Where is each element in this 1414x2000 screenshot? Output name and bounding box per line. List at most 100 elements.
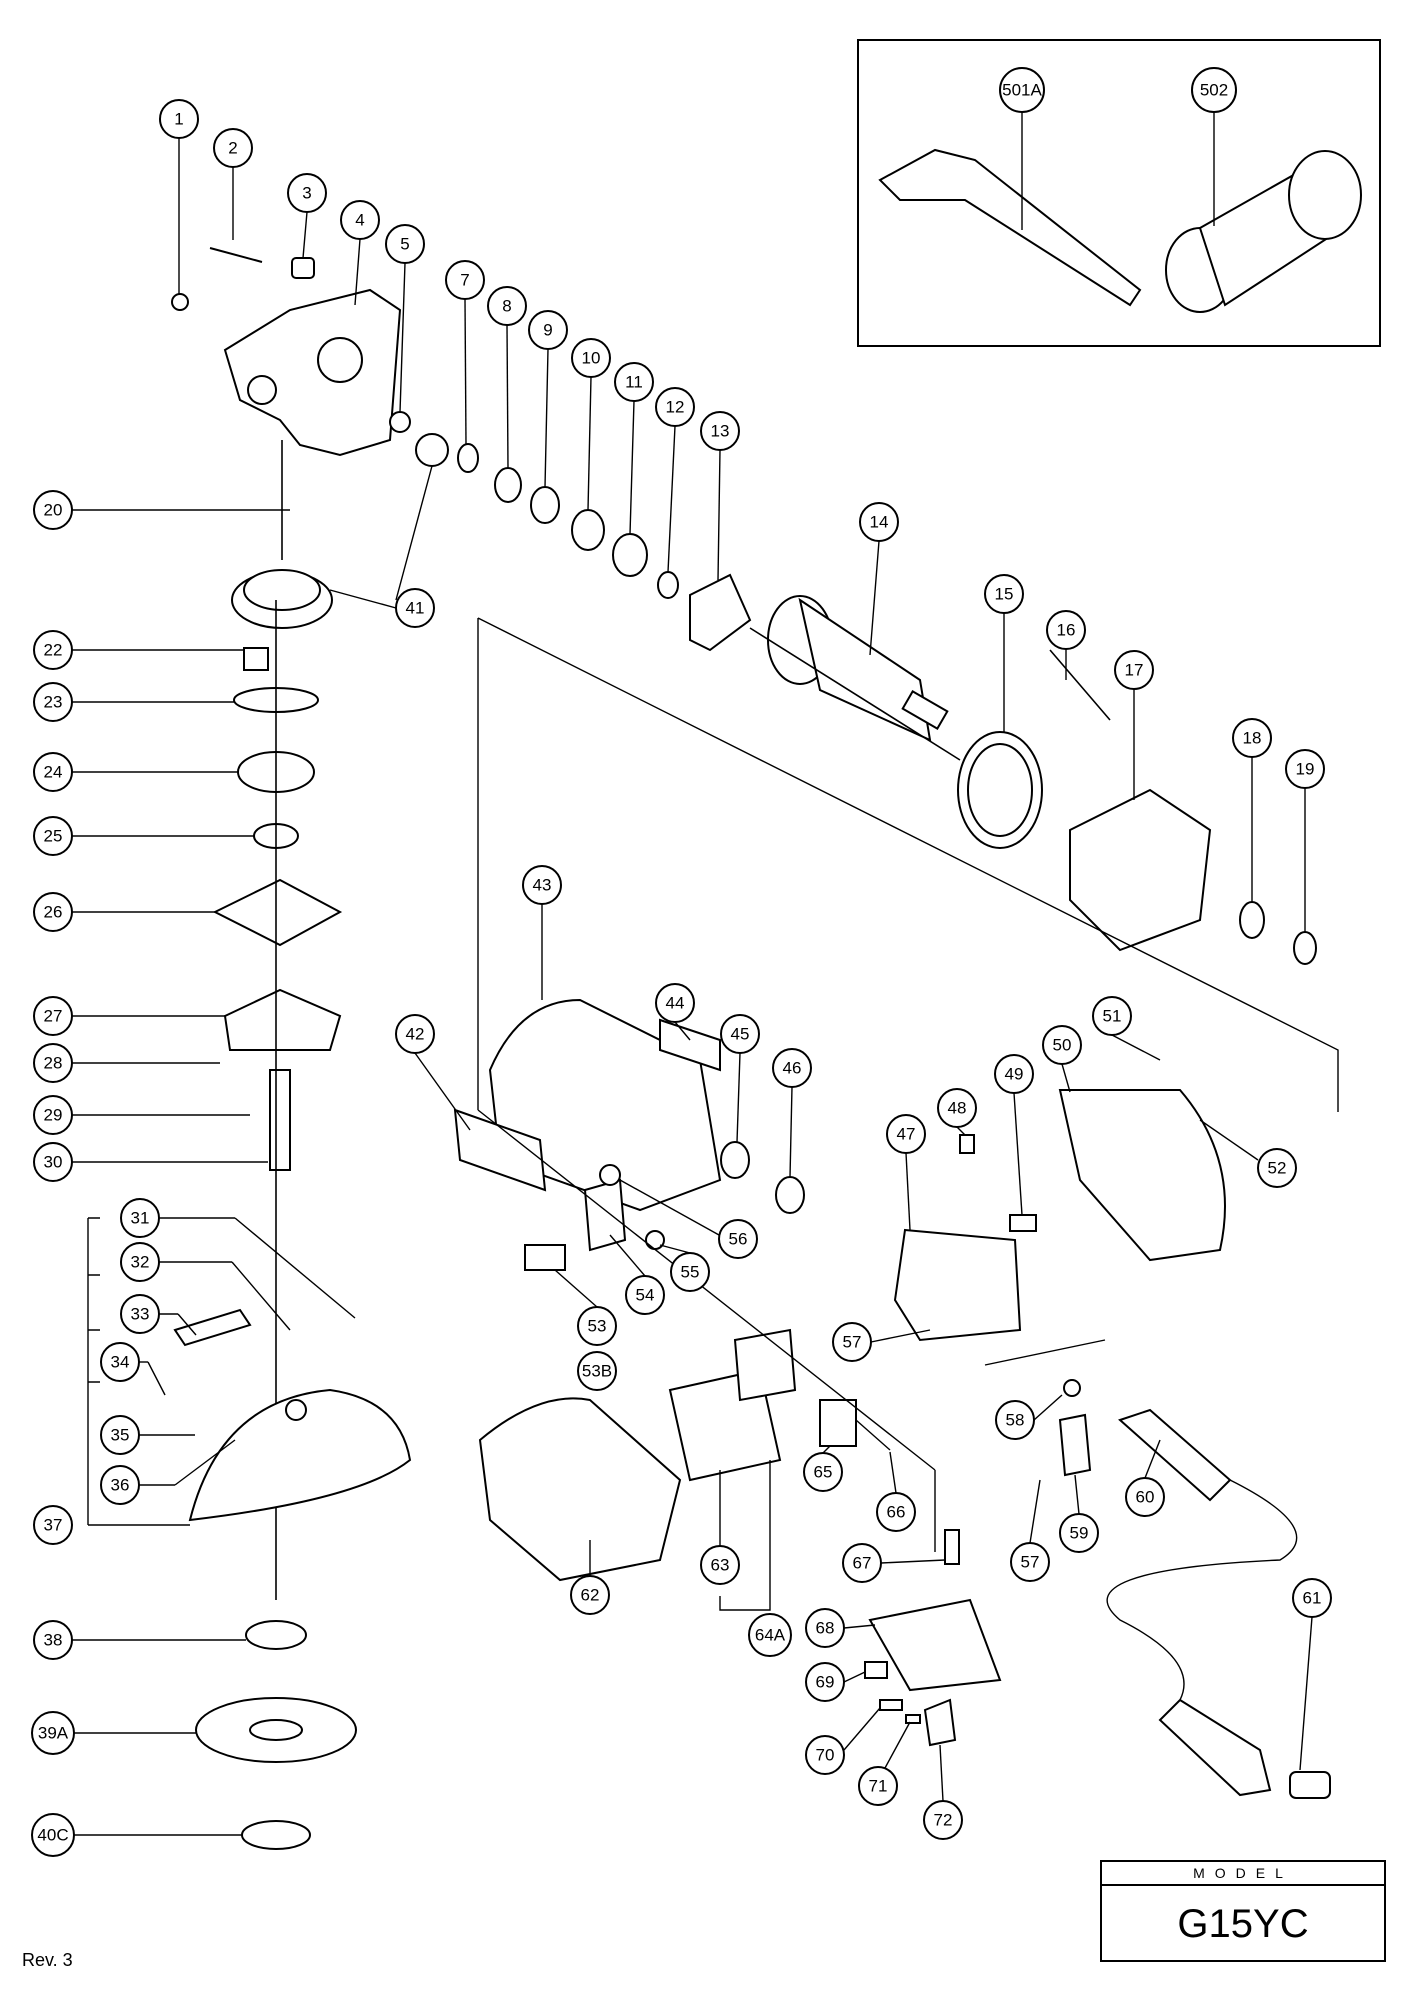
accessory-frame [857,39,1381,347]
svg-text:12: 12 [666,398,685,417]
callout-33: 33 [120,1294,197,1336]
svg-text:22: 22 [44,641,63,660]
callout-53b: 53B [577,1351,617,1391]
callout-1: 1 [159,99,199,294]
svg-text:26: 26 [44,903,63,922]
motor-housing [453,998,805,1214]
svg-text:33: 33 [131,1305,150,1324]
svg-text:60: 60 [1136,1488,1155,1507]
callout-60: 60 [1125,1439,1165,1517]
svg-text:56: 56 [729,1230,748,1249]
callouts: 1 2 3 4 5 7 8 9 10 11 12 13 14 15 16 17 … [31,67,1332,1857]
svg-text:53: 53 [588,1317,607,1336]
svg-text:14: 14 [870,513,889,532]
svg-text:7: 7 [460,271,469,290]
model-title-block: MODEL G15YC [1100,1860,1386,1962]
svg-text:58: 58 [1006,1411,1025,1430]
callout-3: 3 [287,173,327,259]
handle-and-switch [893,1089,1226,1342]
svg-text:18: 18 [1243,729,1262,748]
callout-36: 36 [100,1439,236,1505]
accessories [878,148,1362,313]
wheel-guard [173,1308,412,1522]
svg-text:2: 2 [228,139,237,158]
callout-12: 12 [655,387,695,573]
revision-label: Rev. 3 [22,1950,73,1970]
item-37-group-bracket [87,1217,190,1526]
callout-54: 54 [609,1234,665,1315]
svg-text:61: 61 [1303,1589,1322,1608]
model-header: MODEL [1102,1862,1384,1886]
svg-text:44: 44 [666,994,685,1013]
svg-text:42: 42 [406,1025,425,1044]
callout-28: 28 [33,1043,220,1083]
svg-text:8: 8 [502,297,511,316]
armature [749,595,961,761]
noise-suppressor [819,1399,891,1451]
callout-16: 16 [1046,610,1086,680]
svg-text:69: 69 [816,1673,835,1692]
callout-57b: 57 [1010,1479,1050,1582]
svg-text:59: 59 [1070,1524,1089,1543]
callout-24: 24 [33,752,238,792]
svg-text:24: 24 [44,763,63,782]
gear-cover [223,288,402,457]
callout-13: 13 [700,411,740,581]
callout-19: 19 [1285,749,1325,932]
svg-text:66: 66 [887,1503,906,1522]
svg-text:5: 5 [400,235,409,254]
svg-text:67: 67 [853,1554,872,1573]
svg-text:17: 17 [1125,661,1144,680]
callout-68: 68 [805,1608,876,1648]
callout-9: 9 [528,310,568,488]
svg-text:46: 46 [783,1059,802,1078]
callout-67: 67 [842,1543,946,1583]
svg-text:62: 62 [581,1586,600,1605]
svg-text:52: 52 [1268,1159,1287,1178]
callout-11: 11 [614,362,654,535]
svg-text:70: 70 [816,1746,835,1765]
callout-45: 45 [720,1014,760,1143]
svg-text:31: 31 [131,1209,150,1228]
callout-48: 48 [937,1088,977,1136]
baffle-ring [957,731,1043,849]
switch-lever [864,1529,1002,1747]
callout-22: 22 [33,630,244,670]
wheel-flange-and-disc [195,1620,357,1850]
svg-text:4: 4 [355,211,364,230]
callout-31: 31 [120,1198,356,1319]
callout-43: 43 [522,865,562,1000]
svg-text:16: 16 [1057,621,1076,640]
callout-37: 37 [33,1505,73,1545]
svg-text:30: 30 [44,1153,63,1172]
callout-47: 47 [886,1114,926,1231]
callout-63: 63 [700,1470,740,1585]
svg-text:27: 27 [44,1007,63,1026]
callout-51: 51 [1092,996,1161,1061]
controller-and-spacer [668,1328,797,1482]
callout-7: 7 [445,260,485,445]
callout-4: 4 [340,200,380,306]
callout-17: 17 [1114,650,1154,800]
svg-text:68: 68 [816,1619,835,1638]
callout-64a: 64A [748,1613,792,1657]
svg-text:63: 63 [711,1556,730,1575]
callout-49: 49 [994,1054,1034,1216]
svg-text:25: 25 [44,827,63,846]
callout-38: 38 [33,1620,246,1660]
callout-71: 71 [858,1721,911,1806]
callout-53: 53 [554,1269,617,1346]
stator [1049,649,1212,952]
model-number: G15YC [1177,1902,1309,1946]
callout-52: 52 [1199,1119,1297,1188]
svg-text:19: 19 [1296,760,1315,779]
svg-text:1: 1 [174,110,183,129]
callout-57a: 57 [832,1322,931,1362]
svg-text:23: 23 [44,693,63,712]
callout-39a: 39A [31,1711,196,1755]
svg-text:51: 51 [1103,1007,1122,1026]
assembly-outline [477,617,1339,1552]
svg-text:13: 13 [711,422,730,441]
svg-text:49: 49 [1005,1065,1024,1084]
